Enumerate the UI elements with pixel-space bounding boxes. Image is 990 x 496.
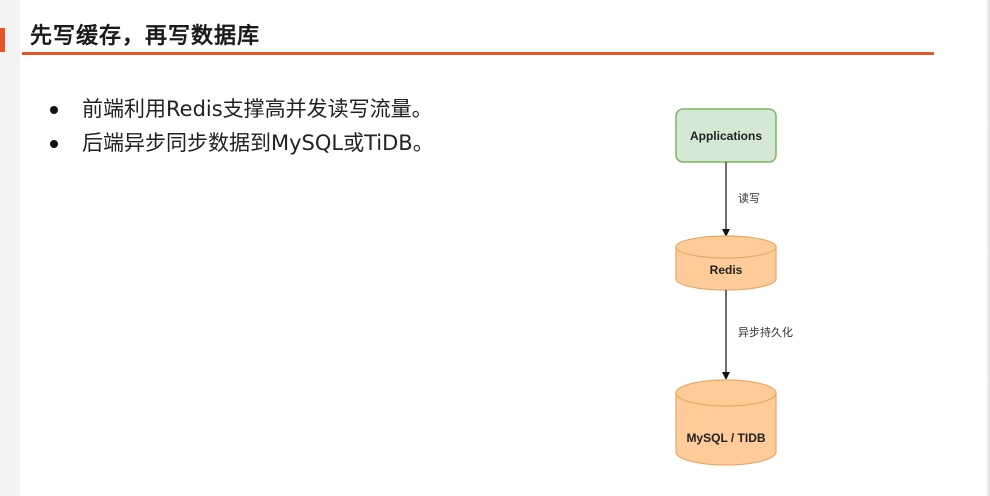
title-underline bbox=[22, 52, 934, 55]
bullet-item: 前端利用Redis支撑高并发读写流量。 bbox=[48, 92, 434, 126]
database-label: MySQL / TIDB bbox=[686, 431, 765, 445]
async-persist-label: 异步持久化 bbox=[738, 325, 793, 339]
bullet-text: 前端利用Redis支撑高并发读写流量。 bbox=[82, 97, 433, 121]
bullet-item: 后端异步同步数据到MySQL或TiDB。 bbox=[48, 126, 434, 160]
bullet-list: 前端利用Redis支撑高并发读写流量。 后端异步同步数据到MySQL或TiDB。 bbox=[48, 92, 434, 160]
bullet-text: 后端异步同步数据到MySQL或TiDB。 bbox=[82, 131, 434, 155]
title-accent-marker bbox=[0, 28, 5, 52]
read-write-edge: 读写 bbox=[722, 162, 760, 237]
read-write-label: 读写 bbox=[738, 191, 760, 205]
database-node: MySQL / TIDB bbox=[675, 379, 777, 466]
redis-label: Redis bbox=[710, 263, 743, 277]
applications-label: Applications bbox=[690, 129, 762, 143]
async-persist-edge: 异步持久化 bbox=[722, 290, 793, 380]
slide-edge-shadow bbox=[986, 0, 990, 496]
left-sidebar-strip bbox=[0, 0, 20, 496]
bullet-dot-icon bbox=[50, 140, 58, 148]
slide-title: 先写缓存，再写数据库 bbox=[30, 24, 261, 49]
applications-node: Applications bbox=[675, 108, 777, 163]
redis-node: Redis bbox=[675, 235, 777, 291]
bullet-dot-icon bbox=[50, 106, 58, 114]
